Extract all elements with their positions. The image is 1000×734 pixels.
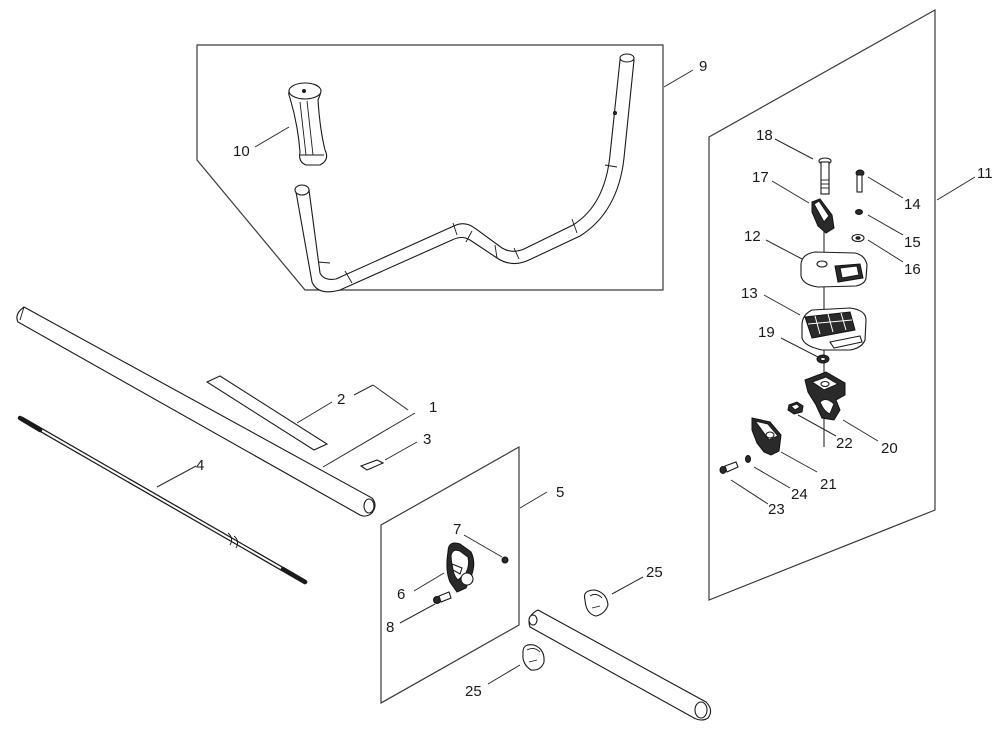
callout-labels: 1 2 3 4 5 6 7 8 9 10 11 12 13 14 15 16 1…	[196, 58, 993, 700]
callout-12: 12	[744, 228, 761, 245]
callout-13: 13	[741, 285, 758, 302]
callout-16: 16	[904, 261, 921, 278]
callout-2: 2	[337, 391, 345, 408]
handlebar-kit-frame	[196, 44, 664, 291]
bolt-18-part[interactable]	[818, 157, 832, 195]
leader-lines	[156, 69, 976, 685]
callout-25-upper: 25	[646, 564, 663, 581]
screw-23-part[interactable]	[719, 461, 739, 474]
bracket-kit-frame	[708, 8, 936, 601]
callout-14: 14	[904, 196, 921, 213]
callout-19: 19	[758, 324, 775, 341]
callout-18: 18	[756, 127, 773, 144]
callout-21: 21	[820, 476, 837, 493]
washer-24-part[interactable]	[745, 455, 751, 463]
washer-15-part[interactable]	[855, 209, 863, 215]
upper-clamp-12-part[interactable]	[800, 251, 868, 288]
washer-16-part[interactable]	[851, 233, 865, 243]
callout-9: 9	[699, 58, 707, 75]
callout-10: 10	[233, 143, 250, 160]
nut-7-part[interactable]	[501, 556, 509, 564]
decal-2-part[interactable]	[205, 375, 329, 451]
clamp-6-part[interactable]	[446, 542, 475, 593]
decal-3-part[interactable]	[359, 459, 385, 471]
clamp-17-part[interactable]	[811, 198, 835, 234]
washer-19-part[interactable]	[816, 354, 830, 364]
shaft-tube-1-part[interactable]	[16, 306, 376, 517]
callout-22: 22	[836, 435, 853, 452]
grip-part[interactable]	[288, 82, 328, 166]
callout-4: 4	[196, 457, 204, 474]
clip-25-upper-part[interactable]	[583, 589, 609, 617]
callout-3: 3	[423, 431, 431, 448]
clamp-kit-frame	[380, 445, 520, 705]
callout-6: 6	[397, 586, 405, 603]
callout-1: 1	[429, 399, 437, 416]
callout-5: 5	[556, 484, 564, 501]
callout-11: 11	[977, 165, 993, 182]
screw-8-part[interactable]	[433, 591, 452, 604]
callout-7: 7	[453, 521, 461, 538]
callout-24: 24	[791, 486, 808, 503]
callout-15: 15	[904, 234, 921, 251]
lower-clamp-13-part[interactable]	[801, 307, 867, 351]
short-tube-part[interactable]	[528, 609, 712, 721]
callout-23: 23	[768, 501, 785, 518]
clip-25-lower-part[interactable]	[522, 644, 545, 671]
drive-shaft-4-part[interactable]	[17, 415, 308, 585]
bracket-20-part[interactable]	[804, 371, 846, 421]
bracket-half-21-part[interactable]	[751, 417, 782, 456]
callout-20: 20	[881, 440, 898, 457]
handlebar-part[interactable]	[294, 53, 635, 293]
nut-22-part[interactable]	[787, 401, 804, 415]
screw-14-part[interactable]	[855, 169, 865, 193]
callout-8: 8	[386, 619, 394, 636]
callout-25-lower: 25	[465, 683, 482, 700]
callout-17: 17	[752, 169, 769, 186]
